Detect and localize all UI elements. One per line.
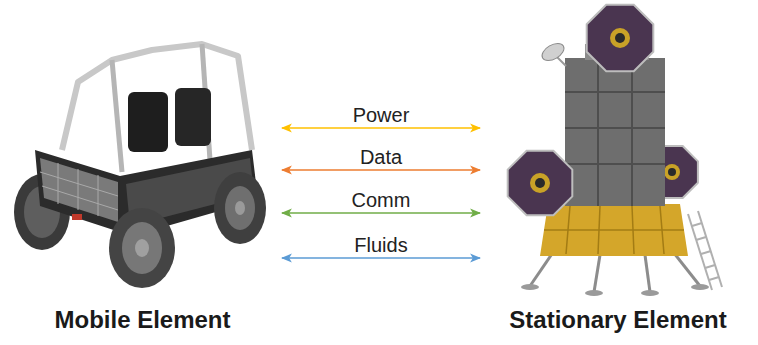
interface-label: Power (351, 104, 412, 126)
tail-light (72, 214, 82, 220)
landing-foot (521, 284, 709, 296)
solar-array (508, 151, 573, 216)
interface-label: Fluids (352, 234, 409, 256)
side-panel (40, 158, 118, 222)
panel-grid (40, 163, 118, 216)
array-hub (664, 164, 680, 180)
wheel (214, 172, 266, 244)
ascent-module (565, 58, 665, 206)
descent-stage (540, 204, 688, 256)
roll-cage (112, 60, 122, 172)
seat (175, 88, 211, 146)
array-hub (535, 178, 545, 188)
array-hub (610, 28, 630, 48)
solar-array (587, 5, 654, 72)
module-bands (565, 58, 665, 206)
interface-arrow (282, 127, 480, 129)
interface-arrow (282, 212, 480, 214)
interface-label: Comm (350, 189, 413, 211)
element-node: Stationary Element (482, 10, 754, 340)
element-name: Stationary Element (509, 306, 726, 334)
array-hub (530, 173, 550, 193)
antenna-dish (539, 40, 567, 64)
wheel-tread (225, 186, 255, 230)
foil-creases (544, 206, 684, 254)
rover-illustration (14, 44, 266, 288)
wheel-hub (135, 239, 149, 257)
wheel-hub (235, 201, 245, 215)
array-hub (615, 33, 625, 43)
interface-arrow (282, 257, 480, 259)
element-node: Mobile Element (5, 10, 280, 340)
wheel (109, 208, 175, 288)
array-hub (668, 168, 676, 176)
seat (128, 92, 168, 152)
element-name: Mobile Element (54, 306, 230, 334)
interface-arrow (282, 169, 480, 171)
wheel-tread (122, 222, 162, 274)
lander-illustration (508, 5, 722, 296)
interface-label: Data (358, 146, 404, 168)
ladder (688, 211, 722, 290)
